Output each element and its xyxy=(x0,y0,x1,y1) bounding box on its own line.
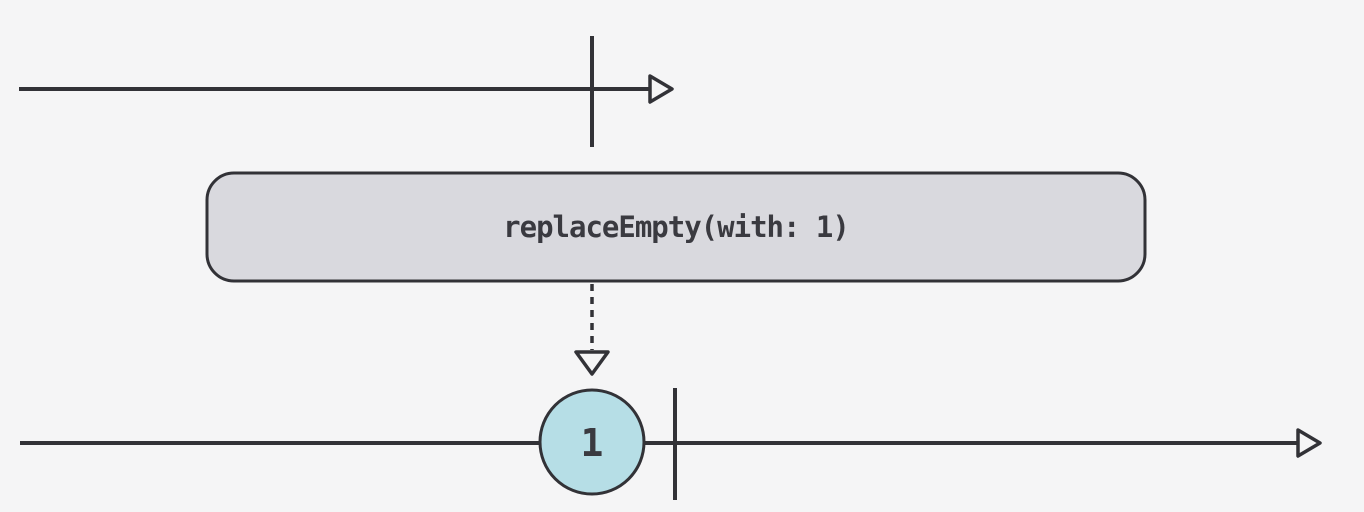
input-timeline-arrowhead-icon xyxy=(648,74,674,104)
operator-box-label: replaceEmpty(with: 1) xyxy=(503,210,849,244)
operator-box: replaceEmpty(with: 1) xyxy=(205,171,1147,283)
output-marble-value: 1 xyxy=(581,421,604,465)
output-timeline-arrowhead-icon xyxy=(1296,428,1322,458)
connector-down-arrowhead-icon xyxy=(574,350,610,376)
input-timeline xyxy=(19,36,674,147)
output-marble xyxy=(538,388,646,496)
operator-output-connector xyxy=(574,284,610,376)
output-timeline: 1 xyxy=(20,388,1322,500)
operator-box-shape xyxy=(205,171,1147,283)
